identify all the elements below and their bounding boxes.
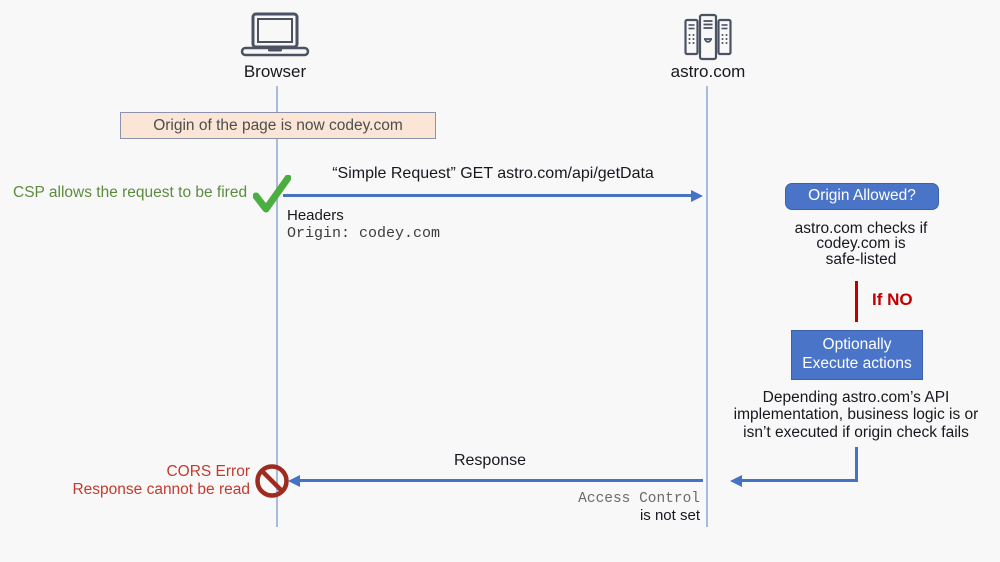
prohibition-icon bbox=[254, 463, 290, 504]
origin-check-description: astro.com checks if codey.com is safe-li… bbox=[768, 221, 954, 267]
elbow-connector-horizontal bbox=[741, 479, 858, 482]
elbow-arrowhead bbox=[730, 474, 742, 487]
request-arrow-line bbox=[283, 194, 692, 197]
explanation-line: isn’t executed if origin check fails bbox=[743, 423, 969, 441]
browser-actor-label: Browser bbox=[243, 62, 307, 81]
access-control-note: Access Control bbox=[578, 491, 700, 507]
execute-actions-line: Optionally bbox=[822, 336, 892, 353]
response-arrowhead bbox=[288, 474, 300, 487]
server-actor-label: astro.com bbox=[670, 62, 746, 81]
request-headers-title: Headers bbox=[287, 207, 344, 224]
cors-error-text: CORS Error Response cannot be read bbox=[40, 463, 250, 498]
execute-actions-line: Execute actions bbox=[802, 355, 912, 372]
request-arrowhead bbox=[691, 189, 703, 202]
csp-annotation: CSP allows the request to be fired bbox=[13, 184, 248, 201]
explanation-line: Depending astro.com’s API bbox=[762, 389, 950, 406]
server-icon bbox=[682, 13, 734, 61]
checkmark-icon bbox=[252, 174, 292, 220]
execution-explanation: Depending astro.com’s API implementation… bbox=[706, 389, 1000, 441]
branch-connector-line bbox=[855, 281, 858, 322]
execute-actions-box: Optionally Execute actions bbox=[791, 330, 923, 380]
request-message-label: “Simple Request” GET astro.com/api/getDa… bbox=[332, 165, 654, 182]
laptop-icon bbox=[239, 12, 311, 58]
origin-check-line: safe-listed bbox=[825, 250, 897, 268]
browser-lifeline bbox=[276, 86, 278, 527]
request-origin-header: Origin: codey.com bbox=[287, 225, 441, 242]
cors-error-line: Response cannot be read bbox=[72, 480, 250, 498]
explanation-line: implementation, business logic is or bbox=[733, 406, 979, 424]
cors-error-line: CORS Error bbox=[166, 463, 250, 480]
response-arrow-line bbox=[298, 479, 703, 482]
origin-note: Origin of the page is now codey.com bbox=[120, 112, 436, 139]
if-no-label: If NO bbox=[872, 290, 913, 309]
response-message-label: Response bbox=[453, 452, 527, 469]
origin-allowed-box: Origin Allowed? bbox=[785, 183, 939, 210]
server-lifeline bbox=[706, 86, 708, 527]
origin-check-line: astro.com checks if bbox=[794, 220, 928, 237]
elbow-connector-vertical bbox=[855, 447, 858, 482]
origin-check-line: codey.com is bbox=[816, 235, 906, 253]
not-set-note: is not set bbox=[639, 507, 700, 524]
